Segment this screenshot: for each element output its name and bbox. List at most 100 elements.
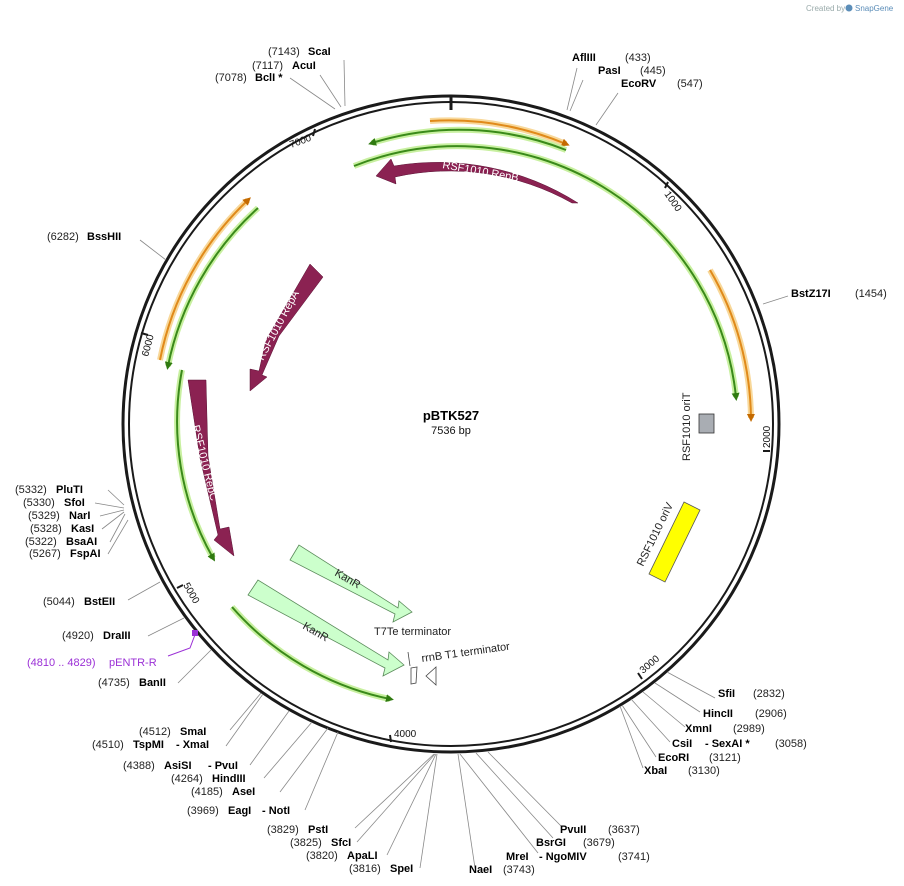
site-pos-aseI: (4185)	[191, 786, 223, 798]
site-pasI: PasI	[598, 65, 621, 77]
site-pos-tspMI: (4510)	[92, 739, 124, 751]
tick-label-2000: 2000	[762, 425, 773, 448]
site-mreI: MreI	[506, 851, 529, 863]
repC-arrow	[187, 379, 235, 557]
site-asiSI: AsiSI	[164, 760, 192, 772]
plasmid-name: pBTK527	[423, 408, 479, 423]
site-naeI: NaeI	[469, 864, 492, 876]
orf-green-1	[368, 128, 567, 151]
tick-3000	[637, 672, 643, 680]
site-pos-naeI: (3743)	[503, 864, 535, 876]
created-by-text: Created by	[806, 4, 845, 13]
site-hindIII: HindIII	[212, 773, 246, 785]
site-pos-ecoRV: (547)	[677, 78, 703, 90]
site-pos-csiI: (3058)	[775, 738, 807, 750]
site-bssHII: BssHII	[87, 231, 121, 243]
tick-1000	[664, 181, 669, 189]
repC-label: RSF1010 RepC	[189, 424, 219, 502]
site-pos-bstEII: (5044)	[43, 596, 75, 608]
site-fspAI: FspAI	[70, 548, 101, 560]
tick-label-3000: 3000	[638, 653, 662, 676]
site-bstZ17I: BstZ17I	[791, 288, 831, 300]
site-pos-eagI: (3969)	[187, 805, 219, 817]
site-pos-mreI: (3741)	[618, 851, 650, 863]
oriT-label: RSF1010 oriT	[681, 392, 693, 461]
orf-left-orange	[159, 197, 251, 361]
site-narI: NarI	[69, 510, 90, 522]
tick-label-1000: 1000	[662, 189, 684, 214]
snapgene-logo-icon	[845, 4, 853, 12]
kanR-arrow-2	[247, 579, 405, 677]
oriT-box	[698, 413, 715, 434]
primer-leader	[167, 631, 197, 657]
site-pos-bclI: (7078)	[215, 72, 247, 84]
site-tspMI: TspMI	[133, 739, 164, 751]
kanR-arrow-1	[289, 544, 413, 623]
tick-label-4000: 4000	[394, 729, 417, 740]
site-apaLI: ApaLI	[347, 850, 378, 862]
site-sfcI: SfcI	[331, 837, 351, 849]
site-bsaAI: BsaAI	[66, 536, 97, 548]
site-hincII: HincII	[703, 708, 733, 720]
site-aflIII: AflIII	[572, 52, 596, 64]
site-pos-pasI: (445)	[640, 65, 666, 77]
site-pos-speI: (3816)	[349, 863, 381, 875]
repA-arrow	[249, 263, 324, 392]
site-pos-sfiI: (2832)	[753, 688, 785, 700]
site-leader-lines	[94, 59, 789, 869]
tick-4000	[389, 734, 392, 743]
rrnb-terminator-glyph	[425, 666, 437, 686]
site-xbaI: XbaI	[644, 765, 667, 777]
oriV-box	[648, 501, 701, 583]
site-pos-banII: (4735)	[98, 677, 130, 689]
site-pstI: PstI	[308, 824, 328, 836]
site-acuI: AcuI	[292, 60, 316, 72]
repB-label: RSF1010 RepB	[441, 159, 519, 184]
site-bstEII: BstEII	[84, 596, 115, 608]
site-pos-narI: (5329)	[28, 510, 60, 522]
orf-top-orange	[429, 119, 570, 147]
site-pos-xbaI: (3130)	[688, 765, 720, 777]
site-pos-bssHII: (6282)	[47, 231, 79, 243]
site-pos-pvuII: (3637)	[608, 824, 640, 836]
site-smaI: SmaI	[180, 726, 206, 738]
orf-green-right-glow	[352, 143, 739, 398]
site-pos-xmnI: (2989)	[733, 723, 765, 735]
site-pvuII: PvuII	[560, 824, 586, 836]
site-bsrGI: BsrGI	[536, 837, 566, 849]
site-kasI: KasI	[71, 523, 94, 535]
site-csiI: CsiI	[672, 738, 692, 750]
site-bclI: BclI *	[255, 72, 283, 84]
site-pos-bsaAI: (5322)	[25, 536, 57, 548]
tick-label-6000: 6000	[140, 333, 156, 358]
site-ecoRV: EcoRV	[621, 78, 657, 90]
site-scaI: ScaI	[308, 46, 331, 58]
site-pos-aflIII: (433)	[625, 52, 651, 64]
site-sfiI: SfiI	[718, 688, 735, 700]
site-pos-asiSI: (4388)	[123, 760, 155, 772]
repB-arrow	[375, 158, 579, 204]
site-pos-ecoRI: (3121)	[709, 752, 741, 764]
site-pos-hindIII: (4264)	[171, 773, 203, 785]
orf-arcs	[157, 117, 755, 703]
site-pos-pstI: (3829)	[267, 824, 299, 836]
site-pos-smaI: (4512)	[139, 726, 171, 738]
repA-label: RSF1010 RepA	[255, 288, 302, 362]
plasmid-size: 7536 bp	[431, 425, 471, 437]
site-speI: SpeI	[390, 863, 413, 875]
site-pos-sfoI: (5330)	[23, 497, 55, 509]
site-draIII: DraIII	[103, 630, 131, 642]
rrnb-label: rrnB T1 terminator	[421, 641, 511, 665]
site-pos-kasI: (5328)	[30, 523, 62, 535]
site-pos-apaLI: (3820)	[306, 850, 338, 862]
site-xmaI: - XmaI	[176, 739, 209, 751]
restriction-sites: (7143) ScaI (7117) AcuI (7078) BclI * Af…	[15, 46, 887, 876]
site-ngoMIV: - NgoMIV	[539, 851, 587, 863]
site-pos-draIII: (4920)	[62, 630, 94, 642]
site-banII: BanII	[139, 677, 166, 689]
site-pos-fspAI: (5267)	[29, 548, 61, 560]
primer-marker	[192, 630, 198, 636]
primer-pos-pentr: (4810 .. 4829)	[27, 657, 96, 669]
tick-6000	[140, 332, 149, 336]
snapgene-brand: SnapGene	[855, 4, 894, 13]
